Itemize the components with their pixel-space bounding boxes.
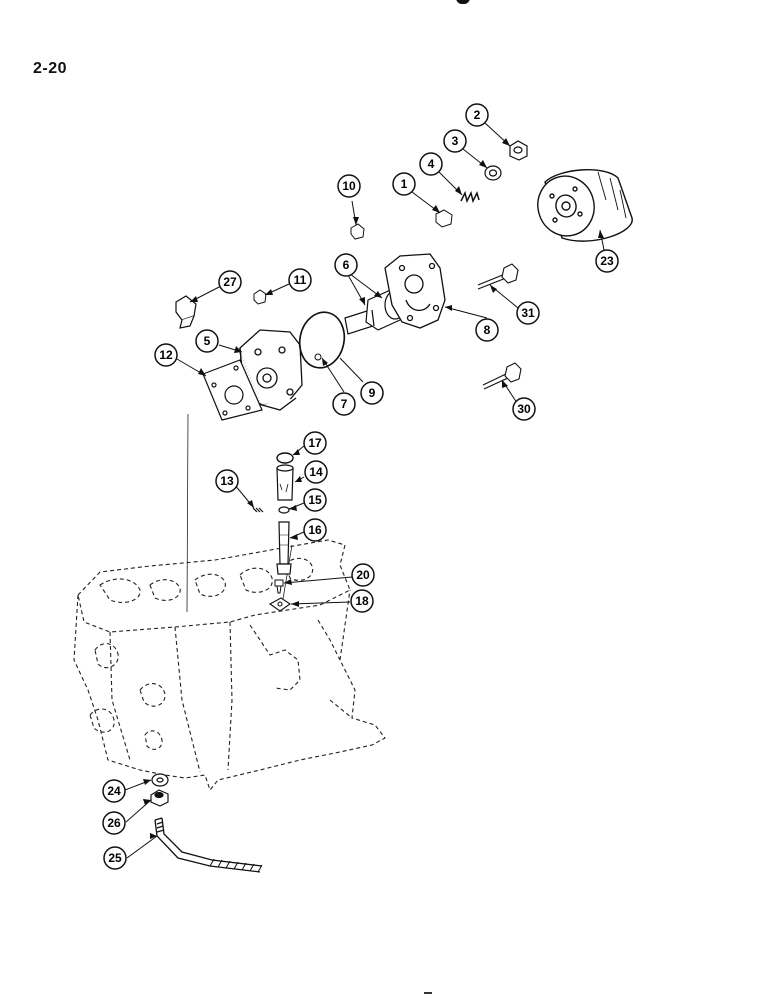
svg-text:30: 30 bbox=[517, 402, 531, 416]
callout-12: 12 bbox=[154, 343, 178, 367]
seal-ring-17 bbox=[276, 452, 294, 464]
svg-text:26: 26 bbox=[107, 816, 121, 830]
callout-20: 20 bbox=[351, 563, 375, 587]
svg-text:27: 27 bbox=[223, 275, 237, 289]
cropped-heading-fragment bbox=[456, 0, 470, 4]
callout-5: 5 bbox=[195, 329, 219, 353]
callout-24: 24 bbox=[102, 779, 126, 803]
washer-part-24 bbox=[151, 773, 169, 787]
spring-pin-13 bbox=[252, 507, 264, 513]
svg-text:18: 18 bbox=[355, 594, 369, 608]
svg-text:24: 24 bbox=[107, 784, 121, 798]
svg-text:4: 4 bbox=[428, 157, 435, 171]
screw-part-20 bbox=[274, 579, 284, 594]
washer-part-18 bbox=[268, 597, 291, 612]
svg-text:5: 5 bbox=[204, 334, 211, 348]
spring-part-4 bbox=[460, 190, 480, 204]
callout-10: 10 bbox=[337, 174, 361, 198]
callout-15: 15 bbox=[303, 488, 327, 512]
svg-text:10: 10 bbox=[342, 179, 356, 193]
svg-text:2: 2 bbox=[474, 108, 481, 122]
seal-ring-15 bbox=[278, 506, 290, 514]
callout-30: 30 bbox=[512, 397, 536, 421]
callout-13: 13 bbox=[215, 469, 239, 493]
callout-11: 11 bbox=[288, 268, 312, 292]
svg-text:3: 3 bbox=[452, 134, 459, 148]
print-mark bbox=[424, 992, 432, 994]
oil-filter bbox=[537, 169, 633, 242]
pump-gasket bbox=[202, 359, 263, 421]
callout-1: 1 bbox=[392, 172, 416, 196]
callout-2: 2 bbox=[465, 103, 489, 127]
callout-8: 8 bbox=[475, 318, 499, 342]
leader-arrowheads bbox=[143, 138, 604, 839]
callout-16: 16 bbox=[303, 518, 327, 542]
valve-part-1 bbox=[435, 209, 453, 228]
bolt-part-30 bbox=[482, 362, 522, 390]
svg-text:20: 20 bbox=[356, 568, 370, 582]
callout-18: 18 bbox=[350, 589, 374, 613]
callout-25: 25 bbox=[103, 846, 127, 870]
callout-7: 7 bbox=[332, 392, 356, 416]
svg-text:11: 11 bbox=[294, 273, 307, 287]
engine-block-phantom-outline bbox=[73, 539, 386, 792]
plug-part-10 bbox=[350, 223, 365, 240]
svg-text:13: 13 bbox=[220, 474, 234, 488]
svg-text:12: 12 bbox=[159, 348, 173, 362]
svg-text:9: 9 bbox=[369, 386, 376, 400]
svg-text:15: 15 bbox=[308, 493, 322, 507]
callout-27: 27 bbox=[218, 270, 242, 294]
washer-part-3 bbox=[484, 165, 502, 181]
bolt-part-31 bbox=[477, 263, 519, 290]
callout-31: 31 bbox=[516, 301, 540, 325]
nut-part-26 bbox=[150, 789, 169, 807]
valve-sleeve-14 bbox=[276, 464, 294, 501]
valve-bolt-16 bbox=[276, 521, 292, 575]
callout-14: 14 bbox=[304, 460, 328, 484]
svg-text:14: 14 bbox=[309, 465, 323, 479]
callout-23: 23 bbox=[595, 249, 619, 273]
svg-text:7: 7 bbox=[341, 397, 348, 411]
svg-text:17: 17 bbox=[308, 436, 322, 450]
page-number: 2-20 bbox=[33, 60, 68, 77]
alignment-line bbox=[186, 413, 189, 613]
cap-nut-part-2 bbox=[509, 140, 528, 161]
callout-26: 26 bbox=[102, 811, 126, 835]
pump-cover bbox=[384, 253, 446, 329]
alignment-line bbox=[281, 544, 293, 606]
leader-lines bbox=[124, 122, 605, 859]
svg-text:25: 25 bbox=[108, 851, 122, 865]
svg-text:8: 8 bbox=[484, 323, 491, 337]
plug-part-11 bbox=[253, 289, 267, 305]
svg-text:23: 23 bbox=[600, 254, 614, 268]
oil-pump-body bbox=[239, 329, 303, 411]
callout-3: 3 bbox=[443, 129, 467, 153]
callout-9: 9 bbox=[360, 381, 384, 405]
o-ring bbox=[298, 311, 346, 369]
dowel-pin bbox=[314, 353, 322, 361]
callout-6: 6 bbox=[334, 253, 358, 277]
svg-text:31: 31 bbox=[521, 306, 535, 320]
svg-text:16: 16 bbox=[308, 523, 322, 537]
svg-text:6: 6 bbox=[343, 258, 350, 272]
stud-part-25 bbox=[154, 817, 263, 873]
svg-text:1: 1 bbox=[401, 177, 408, 191]
callout-4: 4 bbox=[419, 152, 443, 176]
callout-17: 17 bbox=[303, 431, 327, 455]
